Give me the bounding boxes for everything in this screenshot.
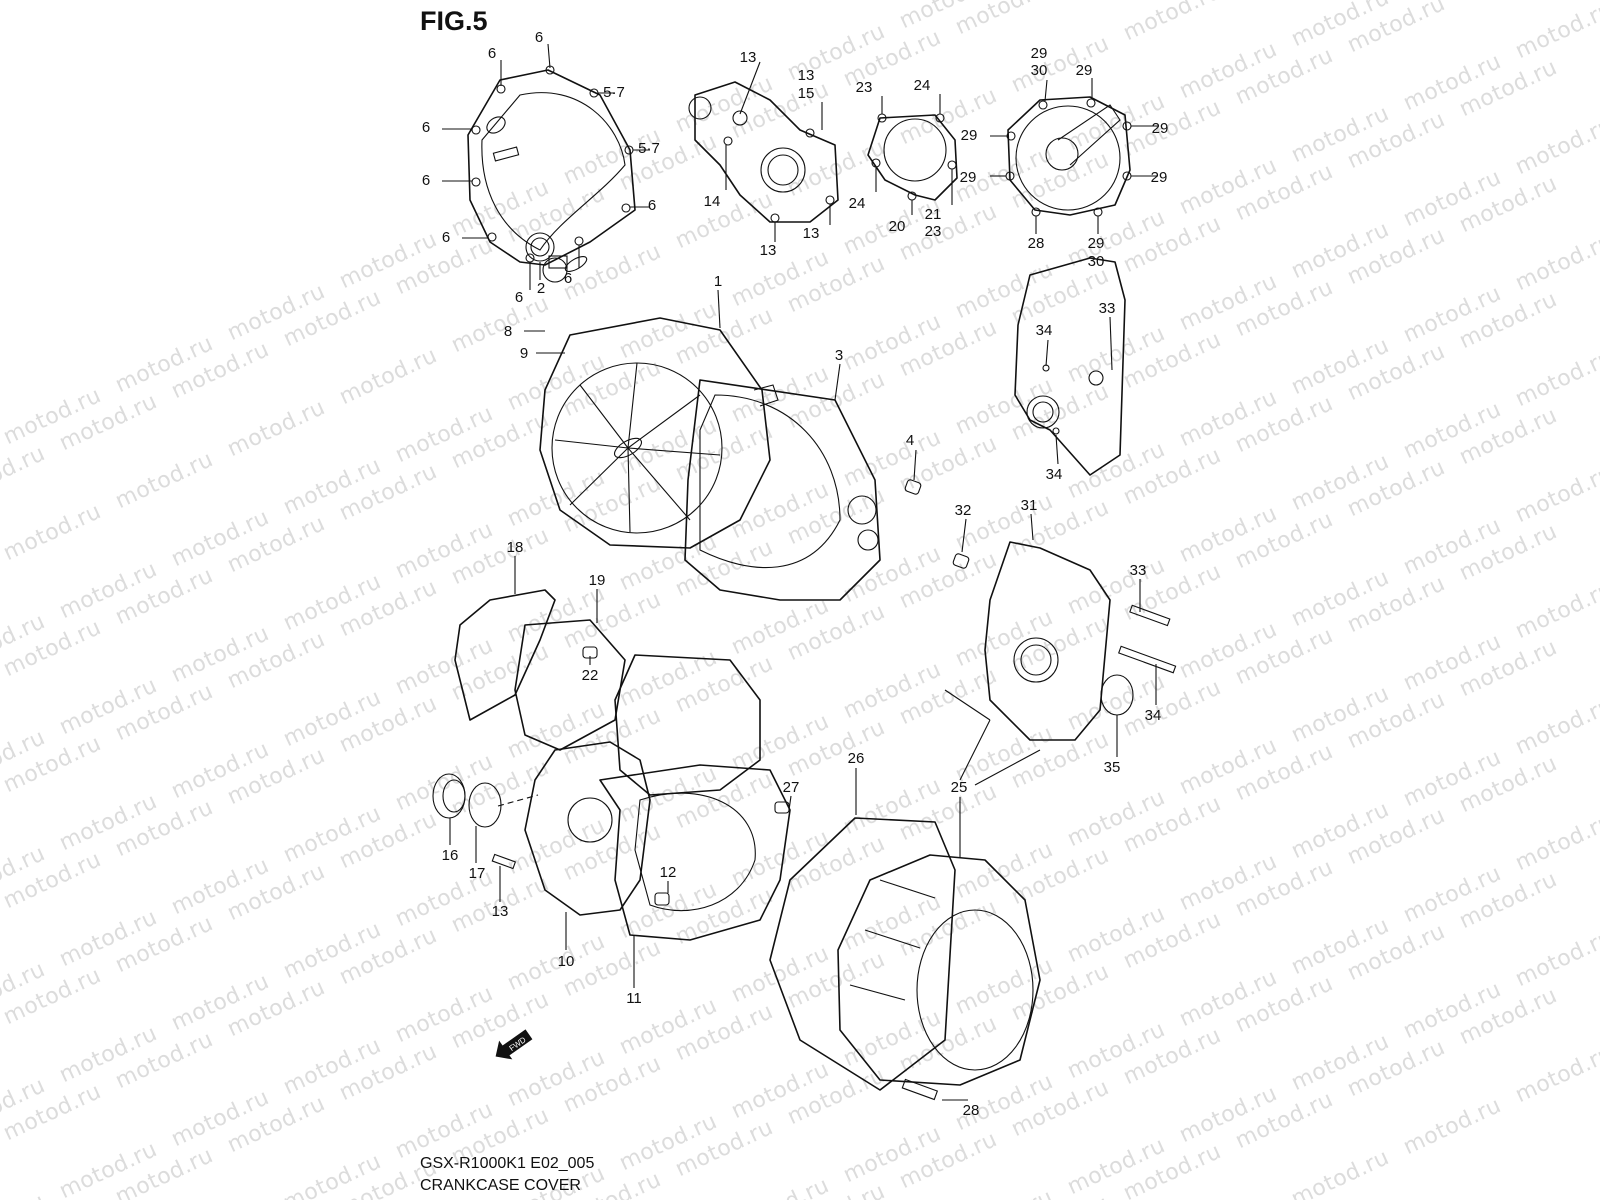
part-callout: 24 bbox=[914, 77, 931, 94]
part-callout: 25 bbox=[951, 779, 968, 796]
part-callout: 29 bbox=[961, 127, 978, 144]
part-callout: 20 bbox=[889, 218, 906, 235]
part-callout: 34 bbox=[1145, 707, 1162, 724]
part-callout: 19 bbox=[589, 572, 606, 589]
part-callout: 29 bbox=[960, 169, 977, 186]
part-callout: 13 bbox=[492, 903, 509, 920]
part-callout: 24 bbox=[849, 195, 866, 212]
figure-caption: CRANKCASE COVER bbox=[420, 1177, 581, 1194]
part-callout: 5·7 bbox=[638, 140, 660, 157]
sprocket-cover-small bbox=[1014, 257, 1126, 476]
part-callout: 33 bbox=[1099, 300, 1116, 317]
part-callout: 1 bbox=[714, 273, 722, 290]
clutch-cover-lower bbox=[432, 589, 791, 941]
part-callout: 29 bbox=[1031, 45, 1048, 62]
part-callout: 13 bbox=[740, 49, 757, 66]
part-callout: 6 bbox=[422, 172, 430, 189]
part-callout: 13 bbox=[760, 242, 777, 259]
part-callout: 22 bbox=[582, 667, 599, 684]
small-cover bbox=[867, 113, 958, 201]
part-callout: 4 bbox=[906, 432, 914, 449]
water-pump-cover bbox=[688, 81, 839, 223]
part-callout: 13 bbox=[798, 67, 815, 84]
part-callout: 23 bbox=[925, 223, 942, 240]
generator-cover-top bbox=[1005, 96, 1132, 217]
clutch-cover-main bbox=[539, 255, 779, 549]
sprocket-cover-large bbox=[944, 541, 1177, 786]
part-callout: 15 bbox=[798, 85, 815, 102]
part-callout: 8 bbox=[504, 323, 512, 340]
figure-footer: GSX-R1000K1 E02_005 CRANKCASE COVER bbox=[420, 1153, 594, 1197]
part-callout: 30 bbox=[1088, 253, 1105, 270]
part-callout: 2 bbox=[537, 280, 545, 297]
part-callout: 6 bbox=[422, 119, 430, 136]
part-callout: 28 bbox=[963, 1102, 980, 1119]
part-callout: 12 bbox=[660, 864, 677, 881]
forward-direction-arrow: FWD bbox=[495, 1029, 533, 1060]
part-callout: 34 bbox=[1046, 466, 1063, 483]
part-callout: 3 bbox=[835, 347, 843, 364]
part-callout: 23 bbox=[856, 79, 873, 96]
part-callout: 6 bbox=[442, 229, 450, 246]
part-callout: 18 bbox=[507, 539, 524, 556]
part-callout: 31 bbox=[1021, 497, 1038, 514]
clutch-cover-gasket bbox=[684, 379, 881, 601]
part-callout: 6 bbox=[535, 29, 543, 46]
part-callout: 11 bbox=[626, 990, 642, 1007]
model-code: GSX-R1000K1 E02_005 bbox=[420, 1155, 595, 1172]
part-callout: 6 bbox=[648, 197, 656, 214]
part-callout: 29 bbox=[1152, 120, 1169, 137]
part-callout: 17 bbox=[469, 865, 486, 882]
part-callout: 16 bbox=[442, 847, 459, 864]
part-callout: 9 bbox=[520, 345, 528, 362]
part-callout: 6 bbox=[564, 270, 572, 287]
part-callout: 27 bbox=[783, 779, 800, 796]
part-callout: 5·7 bbox=[603, 84, 625, 101]
figure-title: FIG.5 bbox=[420, 6, 488, 36]
part-callout: 13 bbox=[803, 225, 820, 242]
leader-lines bbox=[442, 43, 1158, 1101]
part-callout: 6 bbox=[515, 289, 523, 306]
part-callout: 29 bbox=[1088, 235, 1105, 252]
dowel-pin-4 bbox=[904, 479, 922, 495]
part-callout: 21 bbox=[925, 206, 942, 223]
part-callout: 34 bbox=[1036, 322, 1053, 339]
part-callout: 33 bbox=[1130, 562, 1147, 579]
part-callout: 35 bbox=[1104, 759, 1121, 776]
part-callout: 10 bbox=[558, 953, 575, 970]
generator-cover-lower bbox=[769, 817, 1041, 1101]
part-callout: 30 bbox=[1031, 62, 1048, 79]
part-callout: 29 bbox=[1076, 62, 1093, 79]
part-callout: 6 bbox=[488, 45, 496, 62]
part-callout: 26 bbox=[848, 750, 865, 767]
part-callout: 32 bbox=[955, 502, 972, 519]
part-callout: 29 bbox=[1151, 169, 1168, 186]
part-callout: 28 bbox=[1028, 235, 1045, 252]
part-callout: 14 bbox=[704, 193, 721, 210]
